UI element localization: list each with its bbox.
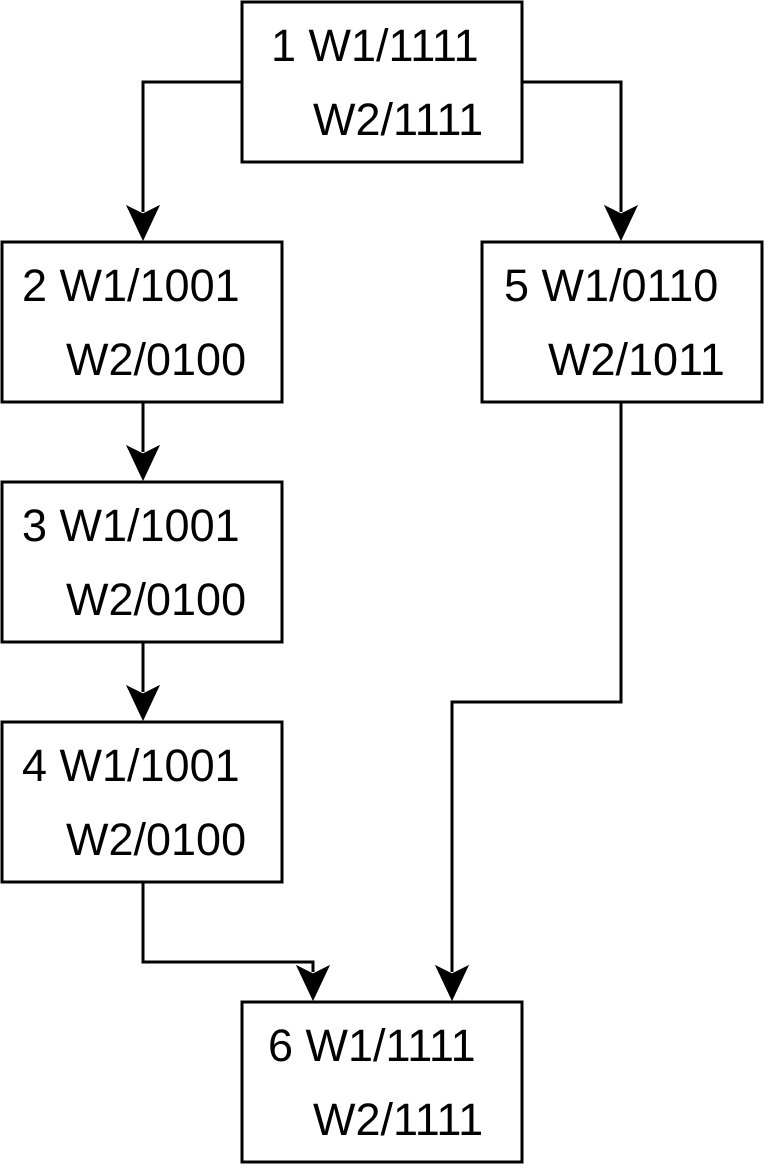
arrowhead-1-to-5 [603, 204, 639, 242]
edge-5-to-6 [450, 402, 623, 972]
node-1-box [240, 0, 524, 164]
arrowhead-2-to-3 [125, 444, 161, 482]
node-5: 5 W1/0110 W2/1011 [480, 240, 764, 404]
node-5-box [480, 240, 764, 404]
node-4-box [0, 720, 284, 884]
node-6: 6 W1/1111 W2/1111 [240, 1000, 524, 1164]
node-1-line2: W2/1111 [313, 94, 483, 145]
node-3: 3 W1/1001 W2/0100 [0, 480, 284, 644]
node-2: 2 W1/1001 W2/0100 [0, 240, 284, 404]
node-1: 1 W1/1111 W2/1111 [240, 0, 524, 164]
node-2-box [0, 240, 284, 404]
node-4-line1: 4 W1/1001 [22, 740, 240, 791]
node-3-line2: W2/0100 [66, 574, 246, 625]
node-1-line1: 1 W1/1111 [271, 20, 479, 71]
node-2-line1: 2 W1/1001 [22, 260, 240, 311]
edge-4-to-6 [141, 882, 315, 972]
node-5-line2: W2/1011 [548, 334, 725, 385]
arrowhead-5-to-6 [434, 964, 470, 1002]
node-6-box [240, 1000, 524, 1164]
arrowhead-1-to-2 [125, 204, 161, 242]
node-3-line1: 3 W1/1001 [22, 500, 240, 551]
node-6-line2: W2/1111 [313, 1094, 483, 1145]
arrowhead-3-to-4 [125, 684, 161, 722]
node-6-line1: 6 W1/1111 [268, 1020, 476, 1071]
edge-1-to-2 [141, 80, 243, 212]
edge-1-to-5 [521, 80, 623, 212]
arrowhead-4-to-6 [295, 964, 331, 1002]
node-4: 4 W1/1001 W2/0100 [0, 720, 284, 884]
node-3-box [0, 480, 284, 644]
node-5-line1: 5 W1/0110 [504, 260, 718, 311]
node-2-line2: W2/0100 [66, 334, 246, 385]
edges [125, 80, 639, 1002]
node-4-line2: W2/0100 [66, 814, 246, 865]
